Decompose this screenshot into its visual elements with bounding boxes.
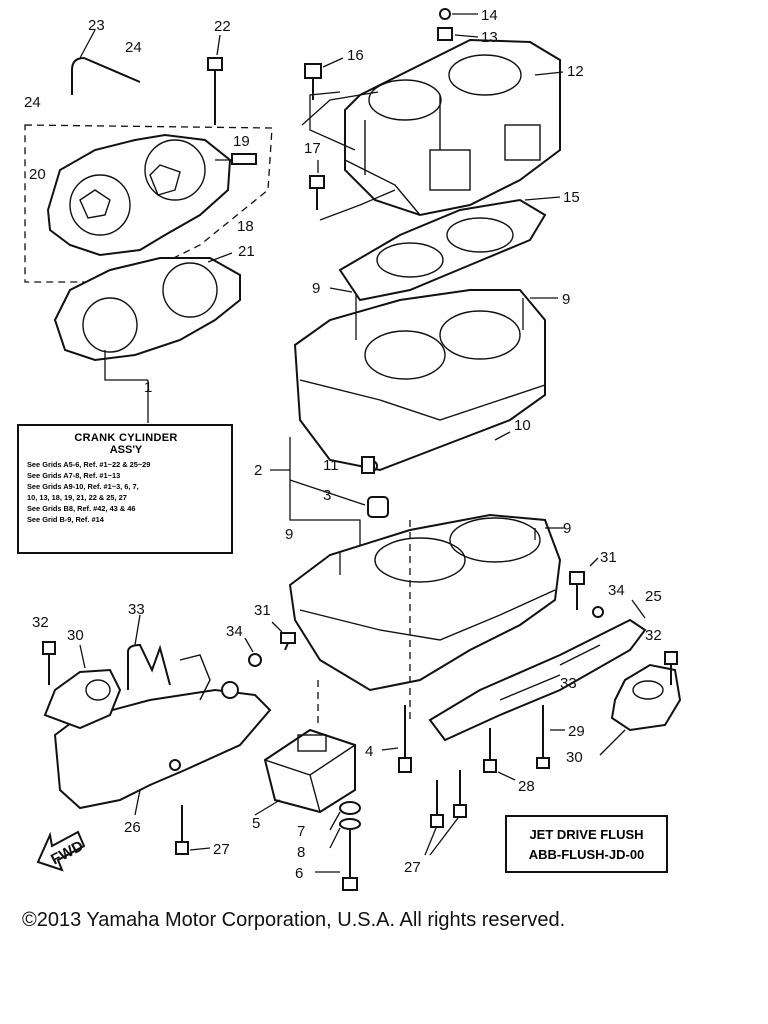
callout-32: 32 <box>645 627 662 644</box>
callout-9: 9 <box>312 280 320 297</box>
callout-8: 8 <box>297 844 305 861</box>
cylinder-block-12 <box>344 38 564 217</box>
washers-7-8 <box>329 801 361 849</box>
bolt-28 <box>483 728 516 781</box>
jet-drive-flush-line1: JET DRIVE FLUSH <box>529 827 644 842</box>
info-box-ref: See Grids A5-6, Ref. #1~22 & 25~29 <box>27 460 151 469</box>
cylinder-gasket-15 <box>338 196 561 302</box>
head-cover-assembly <box>24 124 273 283</box>
callout-7: 7 <box>297 823 305 840</box>
callout-33: 33 <box>560 675 577 692</box>
callout-26: 26 <box>124 819 141 836</box>
callout-28: 28 <box>518 778 535 795</box>
left-bracket-26 <box>53 654 272 816</box>
callout-30: 30 <box>566 749 583 766</box>
bolt-32-left <box>42 641 56 685</box>
callout-13: 13 <box>481 29 498 46</box>
callout-15: 15 <box>563 189 580 206</box>
callout-32: 32 <box>32 614 49 631</box>
fwd-arrow: FWD <box>36 830 86 872</box>
callout-2: 2 <box>254 462 262 479</box>
upper-crankcase <box>293 287 558 472</box>
bolt-6 <box>315 830 358 891</box>
callout-4: 4 <box>365 743 373 760</box>
bolt-27-left <box>175 805 211 855</box>
callout-33: 33 <box>128 601 145 618</box>
info-box-ref: See Grids B8, Ref. #42, 43 & 46 <box>27 504 136 513</box>
callout-3: 3 <box>323 487 331 504</box>
info-box-ref: See Grids A7-8, Ref. #1~13 <box>27 471 121 480</box>
info-box-ref: See Grids A9-10, Ref. #1~3, 6, 7, <box>27 482 139 491</box>
callout-labels: 23 24 24 22 20 19 18 21 14 13 16 12 17 1… <box>24 7 662 882</box>
bolt-16 <box>304 57 344 100</box>
callout-21: 21 <box>238 243 255 260</box>
callout-34: 34 <box>226 623 243 640</box>
callout-17: 17 <box>304 140 321 157</box>
info-box-subtitle: ASS'Y <box>109 444 143 456</box>
bracket-33-left <box>127 614 171 690</box>
bolts-27-right <box>424 770 467 856</box>
callout-10: 10 <box>514 417 531 434</box>
callout-12: 12 <box>567 63 584 80</box>
callout-9: 9 <box>563 520 571 537</box>
callout-24: 24 <box>125 39 142 56</box>
jet-drive-flush-box: JET DRIVE FLUSH ABB-FLUSH-JD-00 <box>505 815 668 873</box>
callout-11: 11 <box>323 457 339 474</box>
info-box-ref: See Grid B-9, Ref. #14 <box>27 515 104 524</box>
bolt-4 <box>381 705 412 773</box>
bolt-17 <box>309 160 325 210</box>
callout-16: 16 <box>347 47 364 64</box>
info-box-ref: 10, 13, 18, 19, 21, 22 & 25, 27 <box>27 493 127 502</box>
callout-25: 25 <box>645 588 662 605</box>
callout-31: 31 <box>254 602 271 619</box>
bolt-22 <box>207 34 223 125</box>
crank-cylinder-info-box: CRANK CYLINDER ASS'Y See Grids A5-6, Ref… <box>17 424 233 554</box>
callout-1: 1 <box>144 379 152 396</box>
right-mount-bracket-25 <box>428 599 647 742</box>
right-mount-30 <box>599 663 682 756</box>
info-box-title: CRANK CYLINDER <box>74 432 178 444</box>
left-mount-30 <box>43 644 122 730</box>
head-gasket-21 <box>53 252 241 362</box>
callout-27: 27 <box>213 841 230 858</box>
water-hose-23 <box>71 29 141 95</box>
callout-23: 23 <box>88 17 105 34</box>
bolt-31-left <box>271 621 296 651</box>
lower-crankcase <box>288 513 565 692</box>
callout-22: 22 <box>214 18 231 35</box>
callout-24: 24 <box>24 94 41 111</box>
bolt-29 <box>536 705 565 769</box>
cover-13-14 <box>437 8 479 41</box>
callout-14: 14 <box>481 7 498 24</box>
jet-drive-flush-line2: ABB-FLUSH-JD-00 <box>528 847 645 862</box>
callout-34: 34 <box>608 582 625 599</box>
center-mount-5 <box>254 728 356 816</box>
callout-5: 5 <box>252 815 260 832</box>
callout-27: 27 <box>404 859 421 876</box>
callout-20: 20 <box>29 166 46 183</box>
callout-6: 6 <box>295 865 303 882</box>
callout-29: 29 <box>568 723 585 740</box>
parts-exploded-diagram: FWD 23 24 24 22 20 19 18 21 14 13 16 12 … <box>24 7 682 891</box>
bolt-32-right <box>664 651 678 685</box>
callout-19: 19 <box>233 133 250 150</box>
callout-18: 18 <box>237 218 254 235</box>
callout-31: 31 <box>600 549 617 566</box>
bolt-31-right <box>569 557 599 610</box>
copyright-notice: ©2013 Yamaha Motor Corporation, U.S.A. A… <box>22 909 566 931</box>
callout-9: 9 <box>285 526 293 543</box>
callout-9: 9 <box>562 291 570 308</box>
callout-30: 30 <box>67 627 84 644</box>
